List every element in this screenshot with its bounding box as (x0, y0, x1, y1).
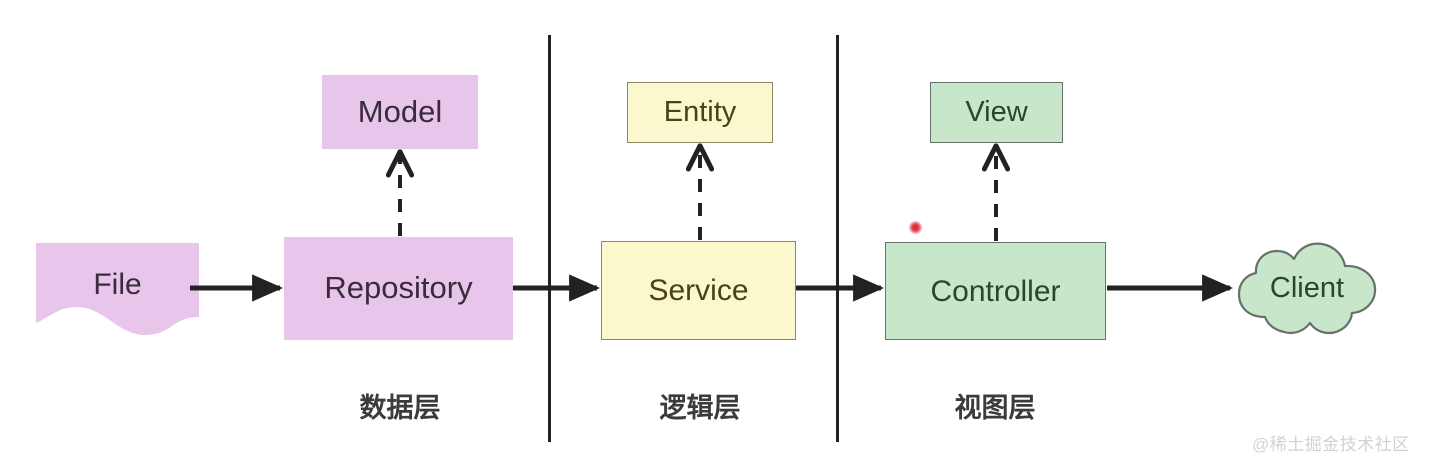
node-client-label: Client (1269, 272, 1345, 305)
node-service[interactable]: Service (601, 241, 796, 340)
document-shape-icon (36, 243, 199, 335)
node-entity[interactable]: Entity (627, 82, 773, 143)
watermark: @稀土掘金技术社区 (1252, 435, 1410, 454)
cloud-shape-icon (1237, 242, 1377, 335)
node-controller[interactable]: Controller (885, 242, 1106, 340)
node-view[interactable]: View (930, 82, 1063, 143)
node-client[interactable]: Client (1232, 239, 1382, 339)
node-view-label: View (965, 95, 1028, 128)
node-file-label: File (93, 267, 142, 301)
node-entity-label: Entity (663, 95, 737, 128)
node-model[interactable]: Model (322, 75, 478, 149)
node-model-label: Model (357, 93, 443, 129)
node-repository-label: Repository (324, 270, 473, 306)
layer-caption-logic: 逻辑层 (659, 393, 741, 423)
cursor-marker-icon (909, 221, 922, 234)
node-controller-label: Controller (930, 274, 1061, 308)
layer-divider-data-logic (548, 35, 551, 442)
layer-divider-logic-view (836, 35, 839, 442)
node-repository[interactable]: Repository (284, 237, 513, 340)
layer-caption-view: 视图层 (954, 393, 1036, 423)
node-file[interactable]: File (36, 243, 199, 335)
node-service-label: Service (648, 274, 749, 307)
layer-caption-data: 数据层 (359, 393, 441, 423)
